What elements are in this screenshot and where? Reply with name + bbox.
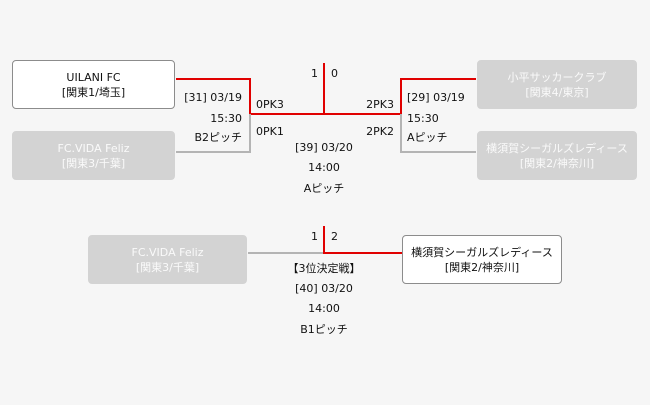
match-number: [39] [295,141,318,154]
third-place-score-right: 2 [331,230,338,243]
left-semi-match-info: [31] 03/19 [172,91,242,104]
third-place-time: 14:00 [308,302,340,315]
final-venue: Aピッチ [303,182,345,195]
third-place-winner-line [323,226,402,254]
team-region: [関東2/神奈川] [519,156,595,170]
match-date: 03/19 [210,91,242,104]
team-region: [関東1/埼玉] [61,85,126,99]
third-place-venue: B1ピッチ [300,323,348,336]
team-region: [関東2/神奈川] [444,260,520,274]
team-name: FC.VIDA Feliz [131,245,204,259]
match-date: 03/20 [321,282,353,295]
right-semi-match-info: [29] 03/19 [407,91,465,104]
match-date: 03/19 [433,91,465,104]
left-semi-winner-line [176,78,324,115]
left-semi-time: 15:30 [210,112,242,125]
team-region: [関東3/千葉] [61,156,126,170]
team-name: FC.VIDA Feliz [57,141,130,155]
team-name: 小平サッカークラブ [507,70,607,84]
team-name: UILANI FC [66,70,121,84]
team-region: [関東3/千葉] [135,260,200,274]
third-place-match-info: [40] 03/20 [274,282,374,295]
final-time: 14:00 [308,161,340,174]
team-box-vida-feliz[interactable]: FC.VIDA Feliz [関東3/千葉] [12,131,175,180]
team-name: 横須賀シーガルズレディース [486,141,628,155]
match-number: [29] [407,91,430,104]
final-match-info: [39] 03/20 [274,141,374,154]
right-semi-winner-line [324,78,476,115]
match-date: 03/20 [321,141,353,154]
third-place-label: 【3位決定戦】 [287,262,361,275]
team-box-kodaira[interactable]: 小平サッカークラブ [関東4/東京] [477,60,637,109]
final-score-left: 1 [311,67,318,80]
team-box-third-left[interactable]: FC.VIDA Feliz [関東3/千葉] [88,235,247,284]
final-score-right: 0 [331,67,338,80]
team-region: [関東4/東京] [525,85,589,99]
team-box-uilani[interactable]: UILANI FC [関東1/埼玉] [12,60,175,109]
left-semi-pk-top: 0PK3 [256,98,284,111]
team-box-third-right[interactable]: 横須賀シーガルズレディース [関東2/神奈川] [402,235,562,284]
right-semi-venue: Aピッチ [407,131,448,144]
right-semi-pk-bottom: 2PK2 [366,125,394,138]
third-place-score-left: 1 [311,230,318,243]
team-name: 横須賀シーガルズレディース [411,245,553,259]
right-semi-loser-line [400,114,476,153]
right-semi-pk-top: 2PK3 [366,98,394,111]
match-number: [31] [184,91,207,104]
left-semi-loser-line [176,114,251,153]
team-box-yokosuka[interactable]: 横須賀シーガルズレディース [関東2/神奈川] [477,131,637,180]
left-semi-venue: B2ピッチ [194,131,242,144]
right-semi-time: 15:30 [407,112,439,125]
match-number: [40] [295,282,318,295]
left-semi-pk-bottom: 0PK1 [256,125,284,138]
